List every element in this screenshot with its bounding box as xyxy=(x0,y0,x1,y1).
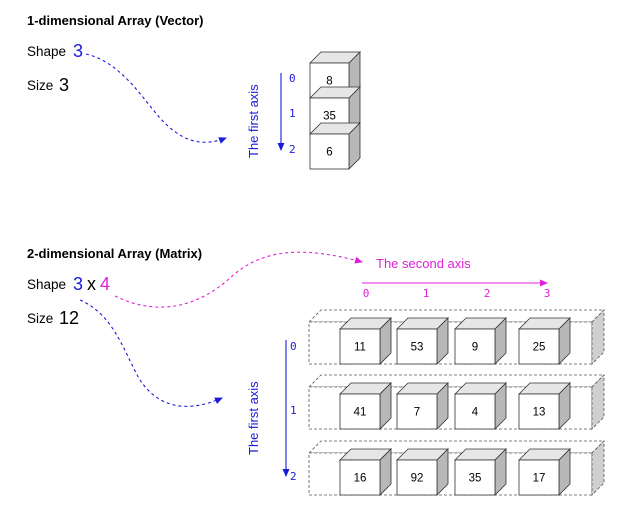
vector-title: 1-dimensional Array (Vector) xyxy=(27,13,204,28)
cell-value: 92 xyxy=(411,473,424,485)
cell-value: 25 xyxy=(533,342,546,354)
vector-shape-connector xyxy=(85,53,227,144)
matrix-shape-cols: 4 xyxy=(100,274,110,294)
matrix-shape-rows: 3 xyxy=(73,274,83,294)
cell-value: 8 xyxy=(326,76,332,88)
col-index: 0 xyxy=(363,287,370,300)
row-slab-side xyxy=(591,374,605,430)
matrix-cell: 7 xyxy=(396,382,449,430)
matrix-grid: 11 53 9 25 41 7 4 13 16 92 35 17 xyxy=(308,309,605,496)
second-axis-title: The second axis xyxy=(376,256,471,271)
matrix-cell: 92 xyxy=(396,448,449,496)
vector-axis-indices: 0 1 2 xyxy=(289,72,296,156)
matrix-cell: 11 xyxy=(339,317,392,365)
cell-value: 6 xyxy=(326,147,332,159)
matrix-row: 41 7 4 13 xyxy=(308,374,605,430)
vector-size: Size 3 xyxy=(27,75,69,95)
cube-face xyxy=(339,328,381,365)
matrix-cell: 9 xyxy=(454,317,507,365)
row-slab-side xyxy=(591,440,605,496)
matrix-cell: 25 xyxy=(518,317,571,365)
matrix-title: 2-dimensional Array (Matrix) xyxy=(27,246,202,261)
first-axis-title: The first axis xyxy=(246,381,261,455)
vector-size-label: Size xyxy=(27,78,53,93)
cube-face xyxy=(518,459,560,496)
matrix-size: Size 12 xyxy=(27,308,79,328)
cell-value: 7 xyxy=(414,407,420,419)
col-index: 2 xyxy=(484,287,491,300)
row-slab-side xyxy=(591,309,605,365)
vector-index: 2 xyxy=(289,143,296,156)
matrix-shape-label: Shape xyxy=(27,277,66,292)
cell-value: 4 xyxy=(472,407,479,419)
matrix-rows-connector xyxy=(79,299,223,407)
matrix-size-value: 12 xyxy=(59,308,79,328)
matrix-cell: 41 xyxy=(339,382,392,430)
cell-value: 41 xyxy=(354,407,367,419)
cell-value: 9 xyxy=(472,342,478,354)
cube-face xyxy=(454,459,496,496)
vector-cubes: 8 35 6 xyxy=(309,51,361,170)
cube-face xyxy=(518,393,560,430)
cube-face xyxy=(396,459,438,496)
cube-face xyxy=(454,328,496,365)
cell-value: 35 xyxy=(469,473,482,485)
matrix-shape-x: x xyxy=(87,274,96,294)
col-index: 1 xyxy=(423,287,430,300)
matrix-size-label: Size xyxy=(27,311,53,326)
cell-value: 53 xyxy=(411,342,424,354)
cell-value: 11 xyxy=(354,342,366,354)
col-index: 3 xyxy=(544,287,551,300)
row-index: 1 xyxy=(290,404,297,417)
cell-value: 35 xyxy=(323,111,336,123)
vector-index: 0 xyxy=(289,72,296,85)
matrix-cols-connector xyxy=(114,251,363,308)
vector-axis-title: The first axis xyxy=(246,84,261,158)
row-index: 0 xyxy=(290,340,297,353)
cube-face xyxy=(309,133,350,170)
cube-face xyxy=(454,393,496,430)
first-axis-indices: 0 1 2 xyxy=(290,340,297,483)
cell-value: 16 xyxy=(354,473,367,485)
cube-face xyxy=(396,393,438,430)
matrix-cell: 13 xyxy=(518,382,571,430)
vector-shape-value: 3 xyxy=(73,41,83,61)
matrix-row: 16 92 35 17 xyxy=(308,440,605,496)
cube-face xyxy=(518,328,560,365)
matrix-cell: 16 xyxy=(339,448,392,496)
matrix-cell: 4 xyxy=(454,382,507,430)
vector-cell: 8 xyxy=(309,51,361,99)
cube-face xyxy=(339,393,381,430)
vector-shape: Shape 3 xyxy=(27,41,83,61)
matrix-cell: 35 xyxy=(454,448,507,496)
matrix-shape: Shape 3 x 4 xyxy=(27,274,110,294)
cell-value: 17 xyxy=(533,473,546,485)
cube-face xyxy=(339,459,381,496)
vector-cell: 6 xyxy=(309,122,361,170)
matrix-cell: 53 xyxy=(396,317,449,365)
cube-face xyxy=(396,328,438,365)
cell-value: 13 xyxy=(533,407,546,419)
vector-index: 1 xyxy=(289,107,296,120)
matrix-cell: 17 xyxy=(518,448,571,496)
vector-shape-label: Shape xyxy=(27,44,66,59)
matrix-row: 11 53 9 25 xyxy=(308,309,605,365)
row-index: 2 xyxy=(290,470,297,483)
vector-size-value: 3 xyxy=(59,75,69,95)
second-axis-indices: 0 1 2 3 xyxy=(363,287,551,300)
